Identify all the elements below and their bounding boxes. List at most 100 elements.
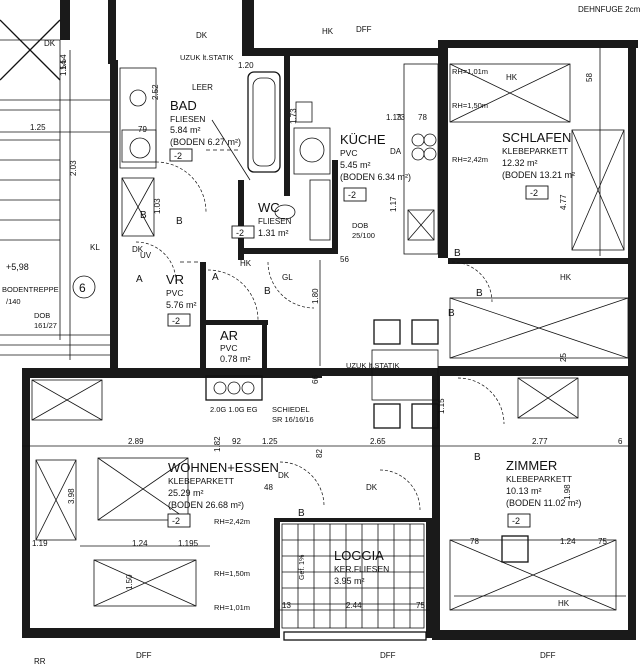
dim-mid: 1.25 [262, 437, 278, 446]
loggia-grid [281, 523, 427, 641]
walls [22, 0, 638, 640]
hk-3: HK [560, 273, 572, 282]
schiedel: SCHIEDEL [272, 405, 310, 414]
b-mark: B [264, 286, 271, 297]
hk-1: HK [506, 73, 518, 82]
a-mark: A [212, 272, 219, 283]
room-bad-name: BAD [170, 98, 197, 113]
dim-top: 1.20 [238, 61, 254, 70]
dim-other: 1.50 [125, 574, 134, 590]
hk-5: HK [322, 27, 334, 36]
dining-furniture [371, 319, 439, 429]
room-bad: LEER BAD FLIESEN 5.84 m² (BODEN 6.27 m²)… [169, 83, 241, 162]
dim-other: 13 [282, 601, 291, 610]
rh-101-top: RH=1,01m [452, 67, 488, 76]
room-ar-floor: PVC [220, 343, 237, 353]
level-mark: +5,98 [6, 262, 29, 272]
dob-2-val: 161/27 [34, 321, 57, 330]
room-vr-tag: -2 [172, 316, 180, 326]
kl-label: KL [90, 243, 100, 252]
room-schlafen-tag: -2 [530, 188, 538, 198]
room-bad-area: 5.84 m² [170, 125, 201, 135]
room-zimmer-tag: -2 [512, 516, 520, 526]
dim-top: 1.17 [389, 196, 398, 212]
room-kueche-floor: PVC [340, 148, 357, 158]
room-wohnen-floor: KLEBEPARKETT [168, 476, 234, 486]
rr-label: RR [34, 657, 46, 666]
stairwell [0, 19, 110, 356]
room-bad-tag: -2 [174, 151, 182, 161]
room-wc-name: WC [258, 200, 280, 215]
b-mark: B [298, 508, 305, 519]
dim-other: 1.15 [437, 398, 446, 414]
room-ar: AR PVC 0.78 m² [220, 328, 251, 364]
room-wohnen-area-boden: (BODEN 26.68 m²) [168, 500, 244, 510]
room-wohnen-area: 25.29 m² [168, 488, 204, 498]
b-mark: B [476, 288, 483, 299]
room-zimmer-floor: KLEBEPARKETT [506, 474, 572, 484]
room-kueche-tag: -2 [348, 190, 356, 200]
annotations: DEHNFUGE 2cm UZUK lt.STATIK UZUK lt.STAT… [2, 5, 641, 666]
dff-top: DFF [356, 25, 372, 34]
hob [205, 375, 263, 401]
room-schlafen: SCHLAFEN KLEBEPARKETT 12.32 m² (BODEN 13… [502, 130, 575, 200]
dim-other: 1.19 [32, 539, 48, 548]
room-vr-area: 5.76 m² [166, 300, 197, 310]
hk-2: HK [240, 259, 252, 268]
dim-other: 48 [264, 483, 273, 492]
dob-1: DOB [352, 221, 368, 230]
dim-mid: 82 [315, 449, 324, 458]
heights-note: 2.0G 1.0G EG [210, 405, 258, 414]
room-zimmer-area: 10.13 m² [506, 486, 542, 496]
dim-top: 1.54 [59, 60, 68, 76]
dim-other: 1.195 [178, 539, 199, 548]
room-wohnen: WOHNEN+ESSEN KLEBEPARKETT 25.29 m² (BODE… [167, 460, 279, 528]
schiedel-val: SR 16/16/16 [272, 415, 314, 424]
corner-note: DEHNFUGE 2cm [578, 5, 641, 14]
dim-other: 1.24 [132, 539, 148, 548]
dim-other: 78 [470, 537, 479, 546]
dim-other: 1.98 [563, 484, 572, 500]
dob-1-val: 25/100 [352, 231, 375, 240]
room-bad-area-boden: (BODEN 6.27 m²) [170, 137, 241, 147]
dff-bottom-3: DFF [540, 651, 556, 660]
room-wohnen-tag: -2 [172, 516, 180, 526]
dk-wohnen: DK [366, 483, 378, 492]
dim-other: 56 [340, 255, 349, 264]
room-wc-floor: FLIESEN [258, 217, 292, 226]
dim-mid: 2.89 [128, 437, 144, 446]
dim-other: 3.98 [67, 488, 76, 504]
dim-mid: 92 [232, 437, 241, 446]
b-mark: B [474, 452, 481, 463]
dim-top: 2.03 [69, 160, 78, 176]
dim-other: 6 [618, 437, 623, 446]
dim-mid: 2.77 [532, 437, 548, 446]
dim-top: 79 [138, 125, 147, 134]
bodentreppe: BODENTREPPE [2, 285, 59, 294]
room-schlafen-name: SCHLAFEN [502, 130, 571, 145]
dim-other: 66 [311, 375, 320, 384]
room-loggia: LOGGIA KER.FLIESEN 3.95 m² [334, 548, 389, 586]
dim-top: 1.54 [59, 54, 68, 70]
stair-number: 6 [79, 281, 86, 295]
b-mark: B [454, 248, 461, 259]
dff-bottom-2: DFF [380, 651, 396, 660]
rh-242-bot: RH=2,42m [214, 517, 250, 526]
room-wc-tag: -2 [236, 228, 244, 238]
living-furniture [31, 379, 197, 607]
dim-top: 1.03 [153, 198, 162, 214]
room-zimmer: ZIMMER KLEBEPARKETT 10.13 m² (BODEN 11.0… [506, 458, 581, 528]
rh-242-top: RH=2,42m [452, 155, 488, 164]
dim-top: 73 [396, 113, 405, 122]
dim-top: 78 [418, 113, 427, 122]
bath-fixtures [119, 67, 281, 237]
room-schlafen-area: 12.32 m² [502, 158, 538, 168]
room-vr: VR PVC 5.76 m² -2 [166, 272, 197, 327]
b-mark: B [176, 216, 183, 227]
b-mark: B [448, 308, 455, 319]
dimension-numbers: 1.54 1.25 2.03 1.03 1.54 2.52 1.20 78 79… [30, 54, 623, 610]
room-wc-area: 1.31 m² [258, 228, 289, 238]
dim-other: 75 [416, 601, 425, 610]
room-loggia-area: 3.95 m² [334, 576, 365, 586]
